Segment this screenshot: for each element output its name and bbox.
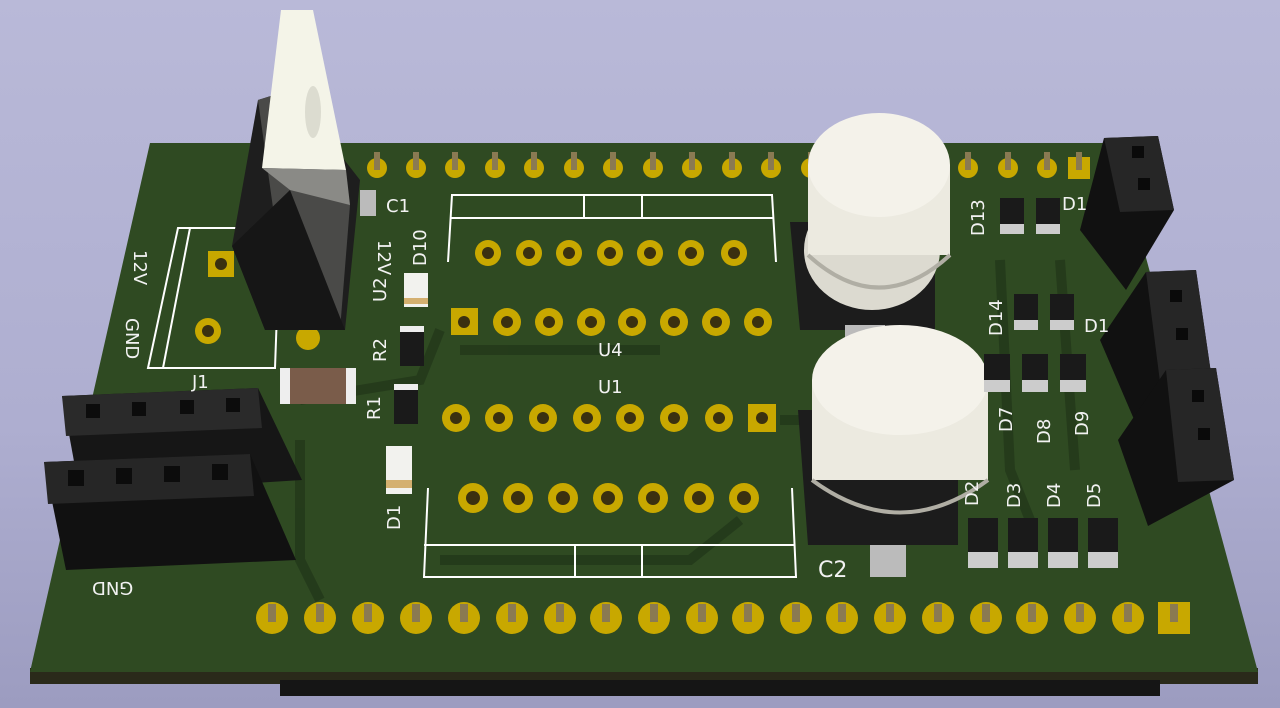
label-d7: D7 <box>996 406 1017 432</box>
left-headers <box>44 388 302 570</box>
label-d5: D5 <box>1084 482 1105 508</box>
label-d1: D1 <box>384 504 405 530</box>
j1-footprint <box>146 227 320 369</box>
u4-footprint <box>447 194 777 336</box>
label-u2: U2 <box>370 277 391 302</box>
label-j1-12v: 12V <box>129 250 150 286</box>
u1-footprint <box>422 404 798 578</box>
label-u4: U4 <box>598 340 623 361</box>
label-d13: D13 <box>968 199 989 236</box>
label-r2: R2 <box>370 338 391 362</box>
capacitor-c3 <box>790 113 952 347</box>
label-d1-top-right: D1 <box>1062 194 1088 215</box>
label-c1: C1 <box>386 196 411 217</box>
bottom-pin-row <box>256 602 1190 634</box>
label-d14: D14 <box>986 299 1007 336</box>
label-d4: D4 <box>1044 482 1065 508</box>
label-d3: D3 <box>1004 482 1025 508</box>
label-j1: J1 <box>192 372 209 393</box>
u2-regulator <box>232 10 360 330</box>
label-d1-mid-right: D1 <box>1084 316 1110 337</box>
label-d2: D2 <box>962 480 983 506</box>
smd-left-column <box>280 190 428 494</box>
label-d8: D8 <box>1034 418 1055 444</box>
label-c2: C2 <box>818 558 848 583</box>
label-d10: D10 <box>410 229 431 266</box>
diodes-right <box>968 198 1118 568</box>
capacitor-c2 <box>798 325 990 577</box>
label-gnd-bottom: GND <box>92 577 134 598</box>
label-d9: D9 <box>1072 410 1093 436</box>
label-u2-value: 12V <box>373 240 394 276</box>
label-r1: R1 <box>364 396 385 420</box>
label-j1-gnd: GND <box>121 318 142 360</box>
label-u1: U1 <box>598 377 623 398</box>
right-headers <box>1080 136 1234 526</box>
pcb-bottom-shadow <box>280 680 1160 696</box>
